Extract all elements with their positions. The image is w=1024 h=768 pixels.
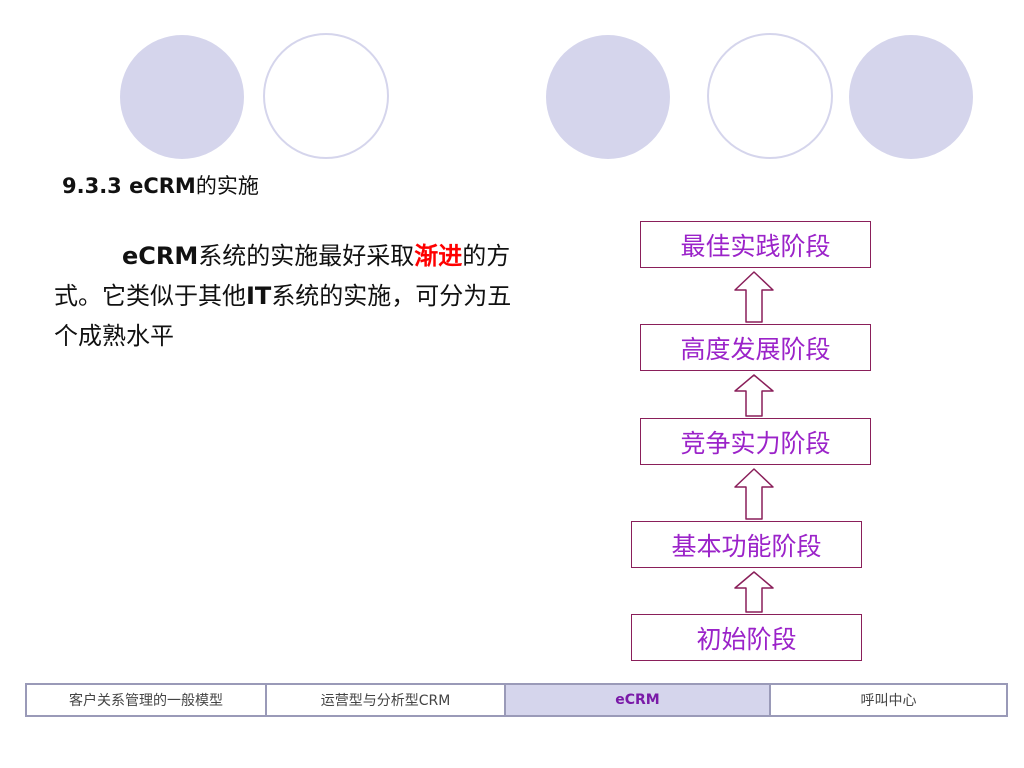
decor-circle-2: [546, 35, 670, 159]
up-arrow-icon: [734, 571, 774, 613]
stage-box-competitive: 竞争实力阶段: [640, 418, 871, 465]
decor-circle-1: [120, 35, 244, 159]
stage-box-initial: 初始阶段: [631, 614, 862, 661]
stage-box-advanced: 高度发展阶段: [640, 324, 871, 371]
stage-box-basic: 基本功能阶段: [631, 521, 862, 568]
up-arrow-icon: [734, 374, 774, 417]
highlight-word: 渐进: [414, 242, 463, 270]
section-title-text: 的实施: [195, 174, 259, 198]
nav-tab-call-center[interactable]: 呼叫中心: [860, 693, 917, 709]
paragraph-text-3: 系统的实施，可分为五个成熟水平: [54, 282, 512, 350]
decor-ring-1: [263, 33, 389, 159]
up-arrow-icon: [734, 271, 774, 323]
paragraph-text-2: 的方式。它类似于其他: [54, 242, 511, 310]
body-paragraph: eCRM系统的实施最好采取渐进的方式。它类似于其他IT系统的实施，可分为五个成熟…: [54, 236, 534, 356]
nav-tab-crm-general-model[interactable]: 客户关系管理的一般模型: [27, 685, 267, 715]
stage-box-best-practice: 最佳实践阶段: [640, 221, 871, 268]
paragraph-text-1: 系统的实施最好采取: [198, 242, 415, 270]
up-arrow-icon: [734, 468, 774, 520]
section-number: 9.3.3 eCRM: [62, 174, 196, 198]
decor-ring-2: [707, 33, 833, 159]
nav-tab-operational-analytical-crm[interactable]: 运营型与分析型CRM: [267, 685, 506, 715]
ecrm-term: eCRM: [122, 242, 199, 270]
nav-tab-ecrm[interactable]: eCRM: [506, 685, 771, 715]
section-title: 9.3.3 eCRM的实施: [62, 170, 259, 200]
it-term: IT: [246, 282, 272, 310]
bottom-nav: 客户关系管理的一般模型 运营型与分析型CRM eCRM 呼叫中心: [25, 683, 1008, 717]
decor-circle-3: [849, 35, 973, 159]
